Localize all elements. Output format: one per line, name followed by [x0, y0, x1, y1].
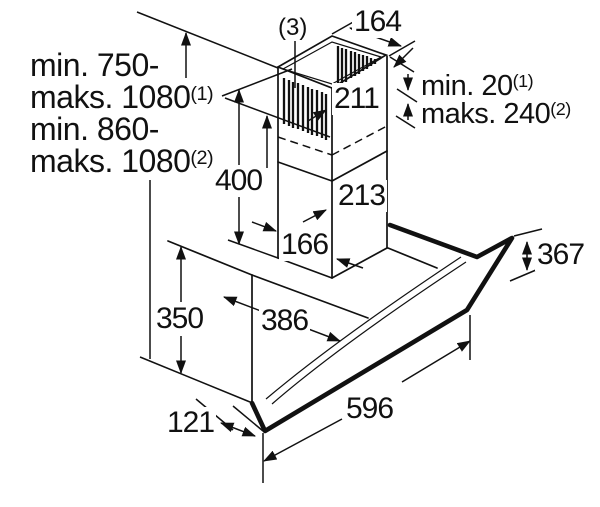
footnote-ref-min: (1): [512, 71, 534, 92]
footnote-ref-1: (1): [190, 82, 214, 105]
telescope-max-value: maks. 240: [421, 98, 551, 130]
dim-label-386: 386: [259, 304, 311, 337]
dim-label-166: 166: [279, 228, 331, 261]
height-range-1-line2: maks. 1080(1): [28, 80, 215, 114]
dim-label-164: 164: [352, 5, 404, 38]
telescope-min-label: min. 20(1): [419, 70, 536, 102]
height-range-2-line1: min. 860-: [30, 111, 159, 147]
height-range-2-value: maks. 1080: [30, 143, 191, 179]
height-range-2-line2: maks. 1080(2): [28, 144, 215, 178]
dim-label-211: 211: [332, 82, 381, 115]
dim-label-596: 596: [344, 392, 396, 425]
glass-panel: [249, 222, 515, 434]
telescope-max-label: maks. 240(2): [419, 99, 573, 130]
chimney-outline: [276, 35, 388, 279]
dim-label-367: 367: [535, 238, 587, 271]
dim-label-400: 400: [213, 164, 265, 197]
dim-label-121: 121: [165, 406, 217, 439]
footnote-ref-max: (2): [550, 99, 571, 120]
telescope-dashed-lines: [277, 125, 388, 156]
telescope-min-value: min. 20: [421, 70, 513, 102]
dim-label-350: 350: [154, 302, 206, 335]
dim-label-213: 213: [336, 179, 388, 212]
footnote-ref-2: (2): [190, 146, 214, 169]
vent-note-label: (3): [278, 14, 308, 41]
height-range-1-value: maks. 1080: [30, 79, 191, 115]
height-range-1-line1: min. 750-: [30, 47, 159, 83]
